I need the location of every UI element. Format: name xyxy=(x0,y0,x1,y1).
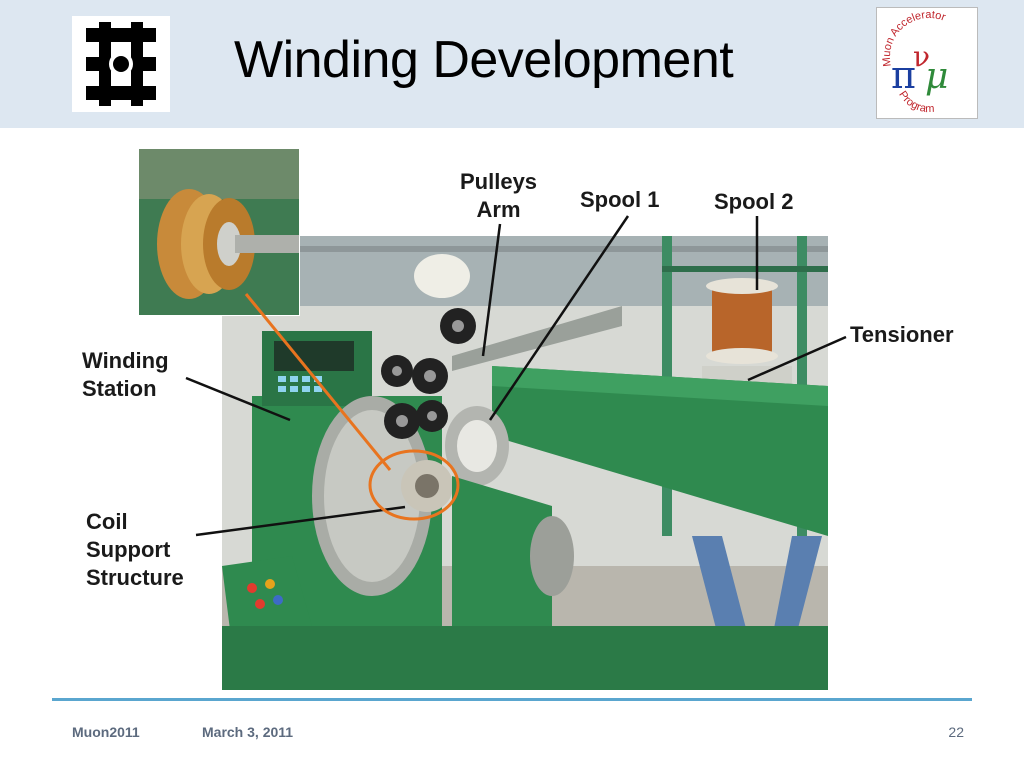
footer-rule xyxy=(52,698,972,701)
label-pulleys-line2: Arm xyxy=(476,197,521,222)
label-coil-line3: Structure xyxy=(86,565,184,590)
label-spool-1: Spool 1 xyxy=(578,186,662,214)
footer-conference: Muon2011 xyxy=(72,724,140,740)
label-winding-line2: Station xyxy=(82,376,157,401)
map-logo: Muon Accelerator Program π ν μ xyxy=(876,7,978,119)
svg-text:μ: μ xyxy=(925,56,948,97)
fermilab-logo xyxy=(72,16,170,112)
slide-header xyxy=(0,0,1024,128)
label-winding-line1: Winding xyxy=(82,348,169,373)
label-coil-support: Coil Support Structure xyxy=(84,508,186,592)
label-pulleys-arm: Pulleys Arm xyxy=(458,168,540,224)
label-pulleys-line1: Pulleys xyxy=(460,169,538,194)
svg-text:ν: ν xyxy=(913,40,930,73)
winding-machine-photo xyxy=(222,236,828,690)
label-winding-station: Winding Station xyxy=(80,347,171,403)
coil-closeup-inset xyxy=(138,148,300,316)
footer-date: March 3, 2011 xyxy=(202,724,294,740)
label-tensioner: Tensioner xyxy=(848,321,956,349)
slide-title: Winding Development xyxy=(234,31,734,89)
label-spool-2: Spool 2 xyxy=(712,188,796,216)
label-coil-line2: Support xyxy=(86,537,171,562)
page-number: 22 xyxy=(948,724,964,740)
label-coil-line1: Coil xyxy=(86,509,128,534)
svg-text:π: π xyxy=(891,53,916,97)
